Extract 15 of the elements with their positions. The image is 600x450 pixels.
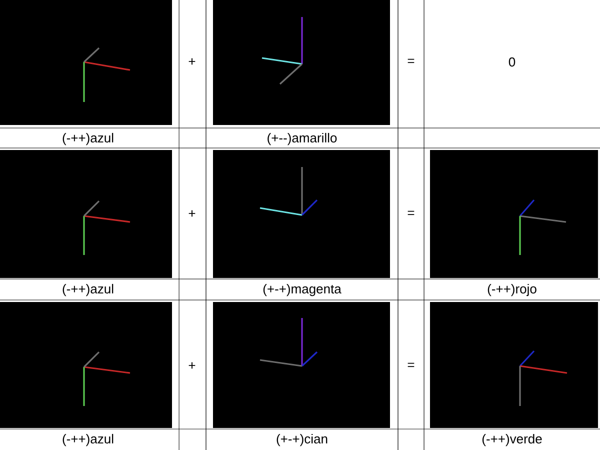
image-caption: (-++)azul: [62, 284, 114, 296]
operator-sign: =: [408, 362, 414, 367]
operator-sign: +: [188, 362, 196, 369]
operator-sign: =: [408, 210, 414, 215]
image-caption: (+--)amarillo: [268, 132, 337, 146]
image-caption: (-++)verde: [482, 434, 542, 446]
image-caption: (-++)azul: [62, 132, 114, 146]
operator-sign: +: [188, 58, 196, 65]
operator-sign: +: [188, 210, 196, 217]
image-caption: (+-+)cian: [276, 434, 328, 446]
operator-sign: =: [408, 58, 414, 63]
result-value: 0: [508, 57, 516, 67]
image-caption: (-++)azul: [62, 434, 114, 446]
image-caption: (+-+)magenta: [263, 284, 342, 296]
image-caption: (-++)rojo: [488, 284, 536, 296]
